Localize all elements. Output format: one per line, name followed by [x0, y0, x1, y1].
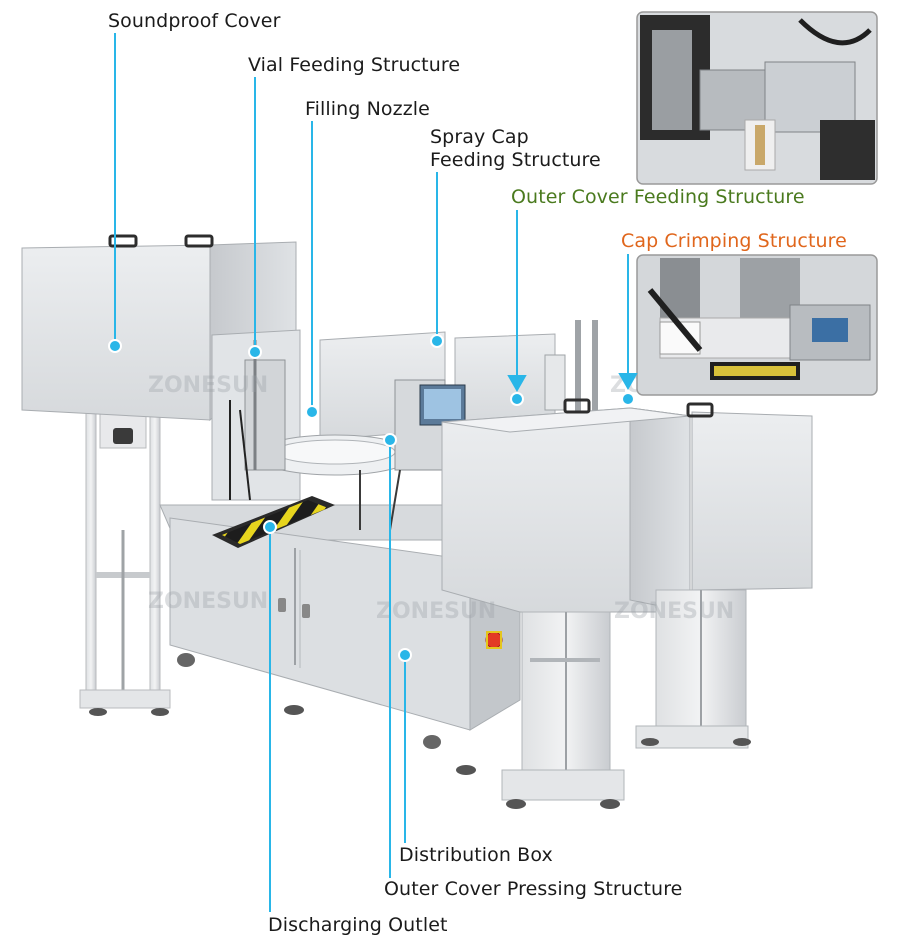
pointer-dot	[263, 520, 277, 534]
pointer-dot	[430, 334, 444, 348]
label-spray-cap-line1: Spray Cap	[430, 126, 529, 148]
label-distribution-box: Distribution Box	[399, 844, 553, 866]
callout-pointers	[108, 33, 638, 912]
label-cap-crimping-structure: Cap Crimping Structure	[621, 230, 847, 252]
label-soundproof-cover: Soundproof Cover	[108, 10, 281, 32]
pointer-dot	[510, 392, 524, 406]
label-spray-cap-line2: Feeding Structure	[430, 149, 601, 171]
pointer-dot	[248, 345, 262, 359]
pointer-arrow	[618, 373, 638, 391]
right-front-cover	[441, 398, 691, 809]
pointer-arrow	[507, 375, 527, 393]
label-outer-cover-pressing-structure: Outer Cover Pressing Structure	[384, 878, 683, 900]
label-vial-feeding-structure: Vial Feeding Structure	[248, 54, 461, 76]
pointer-dot	[108, 339, 122, 353]
watermark-text: ZONESUN	[148, 373, 268, 398]
rotary-turntable	[229, 320, 598, 531]
label-outer-cover-feeding-structure: Outer Cover Feeding Structure	[511, 186, 805, 208]
far-right-cover	[635, 402, 813, 749]
watermark-text: ZONESUN	[614, 599, 734, 624]
label-filling-nozzle: Filling Nozzle	[305, 98, 430, 120]
pointer-dot	[305, 405, 319, 419]
inset-outer-cover-feeding	[636, 11, 878, 185]
label-discharging-outlet: Discharging Outlet	[268, 914, 448, 936]
pointer-dot	[621, 392, 635, 406]
pointer-dot	[398, 648, 412, 662]
watermark-text: ZONESUN	[376, 599, 496, 624]
watermark-text: ZONESUN	[148, 589, 268, 614]
pointer-dot	[383, 433, 397, 447]
inset-cap-crimping	[636, 254, 878, 396]
